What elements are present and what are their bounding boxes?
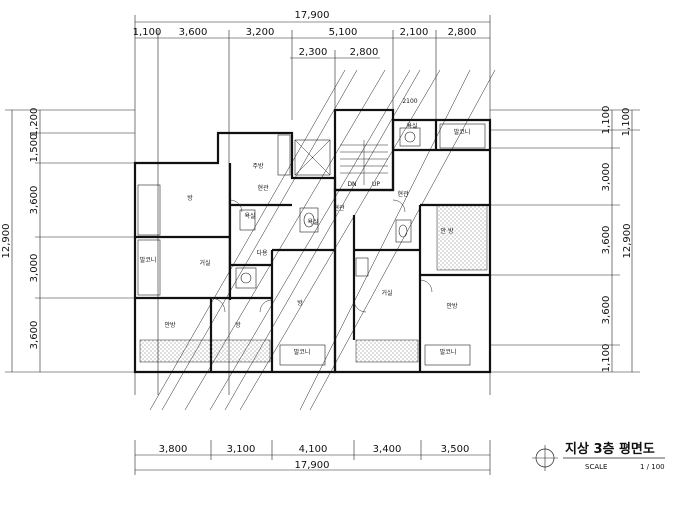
room-right-living: 거실 xyxy=(381,289,392,297)
left-dim-4: 3,000 xyxy=(29,254,40,283)
right-total-dim: 12,900 xyxy=(622,224,633,259)
stair-up-label: UP xyxy=(372,181,380,188)
bottom-dim-4: 3,400 xyxy=(373,444,402,455)
room-right-balcony-bottom: 발코니 xyxy=(440,348,457,356)
bottom-dimension-group: 3,800 3,100 4,100 3,400 3,500 17,900 xyxy=(134,440,491,475)
room-left-utility: 다용 xyxy=(256,249,268,257)
bottom-dim-5: 3,500 xyxy=(441,444,470,455)
room-center-balcony: 발코니 xyxy=(294,348,311,356)
right-dim-3: 3,000 xyxy=(601,163,612,192)
title-block: 지상 3층 평면도 SCALE 1 / 100 xyxy=(532,441,665,471)
top-dim-4: 5,100 xyxy=(329,27,358,38)
left-dim-3: 3,600 xyxy=(29,186,40,215)
room-right-bath: 욕실 xyxy=(406,122,417,130)
room-center-bath: 욕실 xyxy=(307,218,318,226)
room-center: 방 xyxy=(297,299,303,307)
room-right-entry: 현관 xyxy=(397,190,409,198)
room-bottom-left: 방 xyxy=(235,321,241,329)
room-left-bath: 욕실 xyxy=(244,212,255,220)
scale-label: SCALE xyxy=(585,463,607,471)
top-dim-1: 1,100 xyxy=(133,27,162,38)
top-total-dim: 17,900 xyxy=(295,10,330,21)
right-dim-6: 1,100 xyxy=(601,344,612,373)
dim-label-2100: 2100 xyxy=(402,98,417,105)
room-labels: 주방 방 거실 발코니 욕실 현관 다용 안방 방 방 발코니 거실 안방 발코… xyxy=(140,122,471,356)
bottom-dim-1: 3,800 xyxy=(159,444,188,455)
room-right-balcony-top: 발코니 xyxy=(454,128,471,136)
left-dim-5: 3,600 xyxy=(29,321,40,350)
top-dim-6: 2,800 xyxy=(448,27,477,38)
top-dim-3: 3,200 xyxy=(246,27,275,38)
left-dim-1: 1,200 xyxy=(29,108,40,137)
door-swings xyxy=(210,199,433,313)
drawing-title: 지상 3층 평면도 xyxy=(565,441,655,457)
stair-down-label: DN xyxy=(347,181,356,188)
room-left-bedroom: 방 xyxy=(187,194,193,202)
bottom-dim-3: 4,100 xyxy=(299,444,328,455)
top-dim-2: 3,600 xyxy=(179,27,208,38)
bottom-total-dim: 17,900 xyxy=(295,460,330,471)
top-sub-dim-1: 2,300 xyxy=(299,47,328,58)
fixtures xyxy=(235,127,421,289)
balconies xyxy=(137,123,488,366)
room-left-master: 안방 xyxy=(164,321,176,329)
top-dimension-group: 17,900 1,100 3,600 3,200 5,100 2,100 2,8… xyxy=(133,10,491,395)
top-sub-dim-2: 2,800 xyxy=(350,47,379,58)
building-walls xyxy=(133,108,492,374)
right-dim-1: 1,100 xyxy=(601,106,612,135)
top-dim-5: 2,100 xyxy=(400,27,429,38)
right-dim-5: 3,600 xyxy=(601,296,612,325)
room-right-master: 안방 xyxy=(446,302,458,310)
left-dim-2: 1,500 xyxy=(29,134,40,163)
right-dimension-group: 12,900 1,100 1,100 3,000 3,600 3,600 1,1… xyxy=(490,106,640,373)
right-dim-4: 3,600 xyxy=(601,226,612,255)
room-left-living: 거실 xyxy=(199,259,210,267)
room-entry: 현관 xyxy=(257,184,269,192)
scale-value: 1 / 100 xyxy=(640,463,665,471)
room-kitchen: 주방 xyxy=(252,162,264,170)
right-dim-2: 1,100 xyxy=(621,108,632,137)
room-left-balcony: 발코니 xyxy=(140,256,157,264)
room-right-main: 안 방 xyxy=(441,227,454,235)
stair-core xyxy=(294,139,388,185)
bottom-dim-2: 3,100 xyxy=(227,444,256,455)
left-total-dim: 12,900 xyxy=(1,224,12,259)
room-center-entry: 현관 xyxy=(333,204,345,212)
left-dimension-group: 12,900 1,200 1,500 3,600 3,000 3,600 xyxy=(1,108,135,373)
